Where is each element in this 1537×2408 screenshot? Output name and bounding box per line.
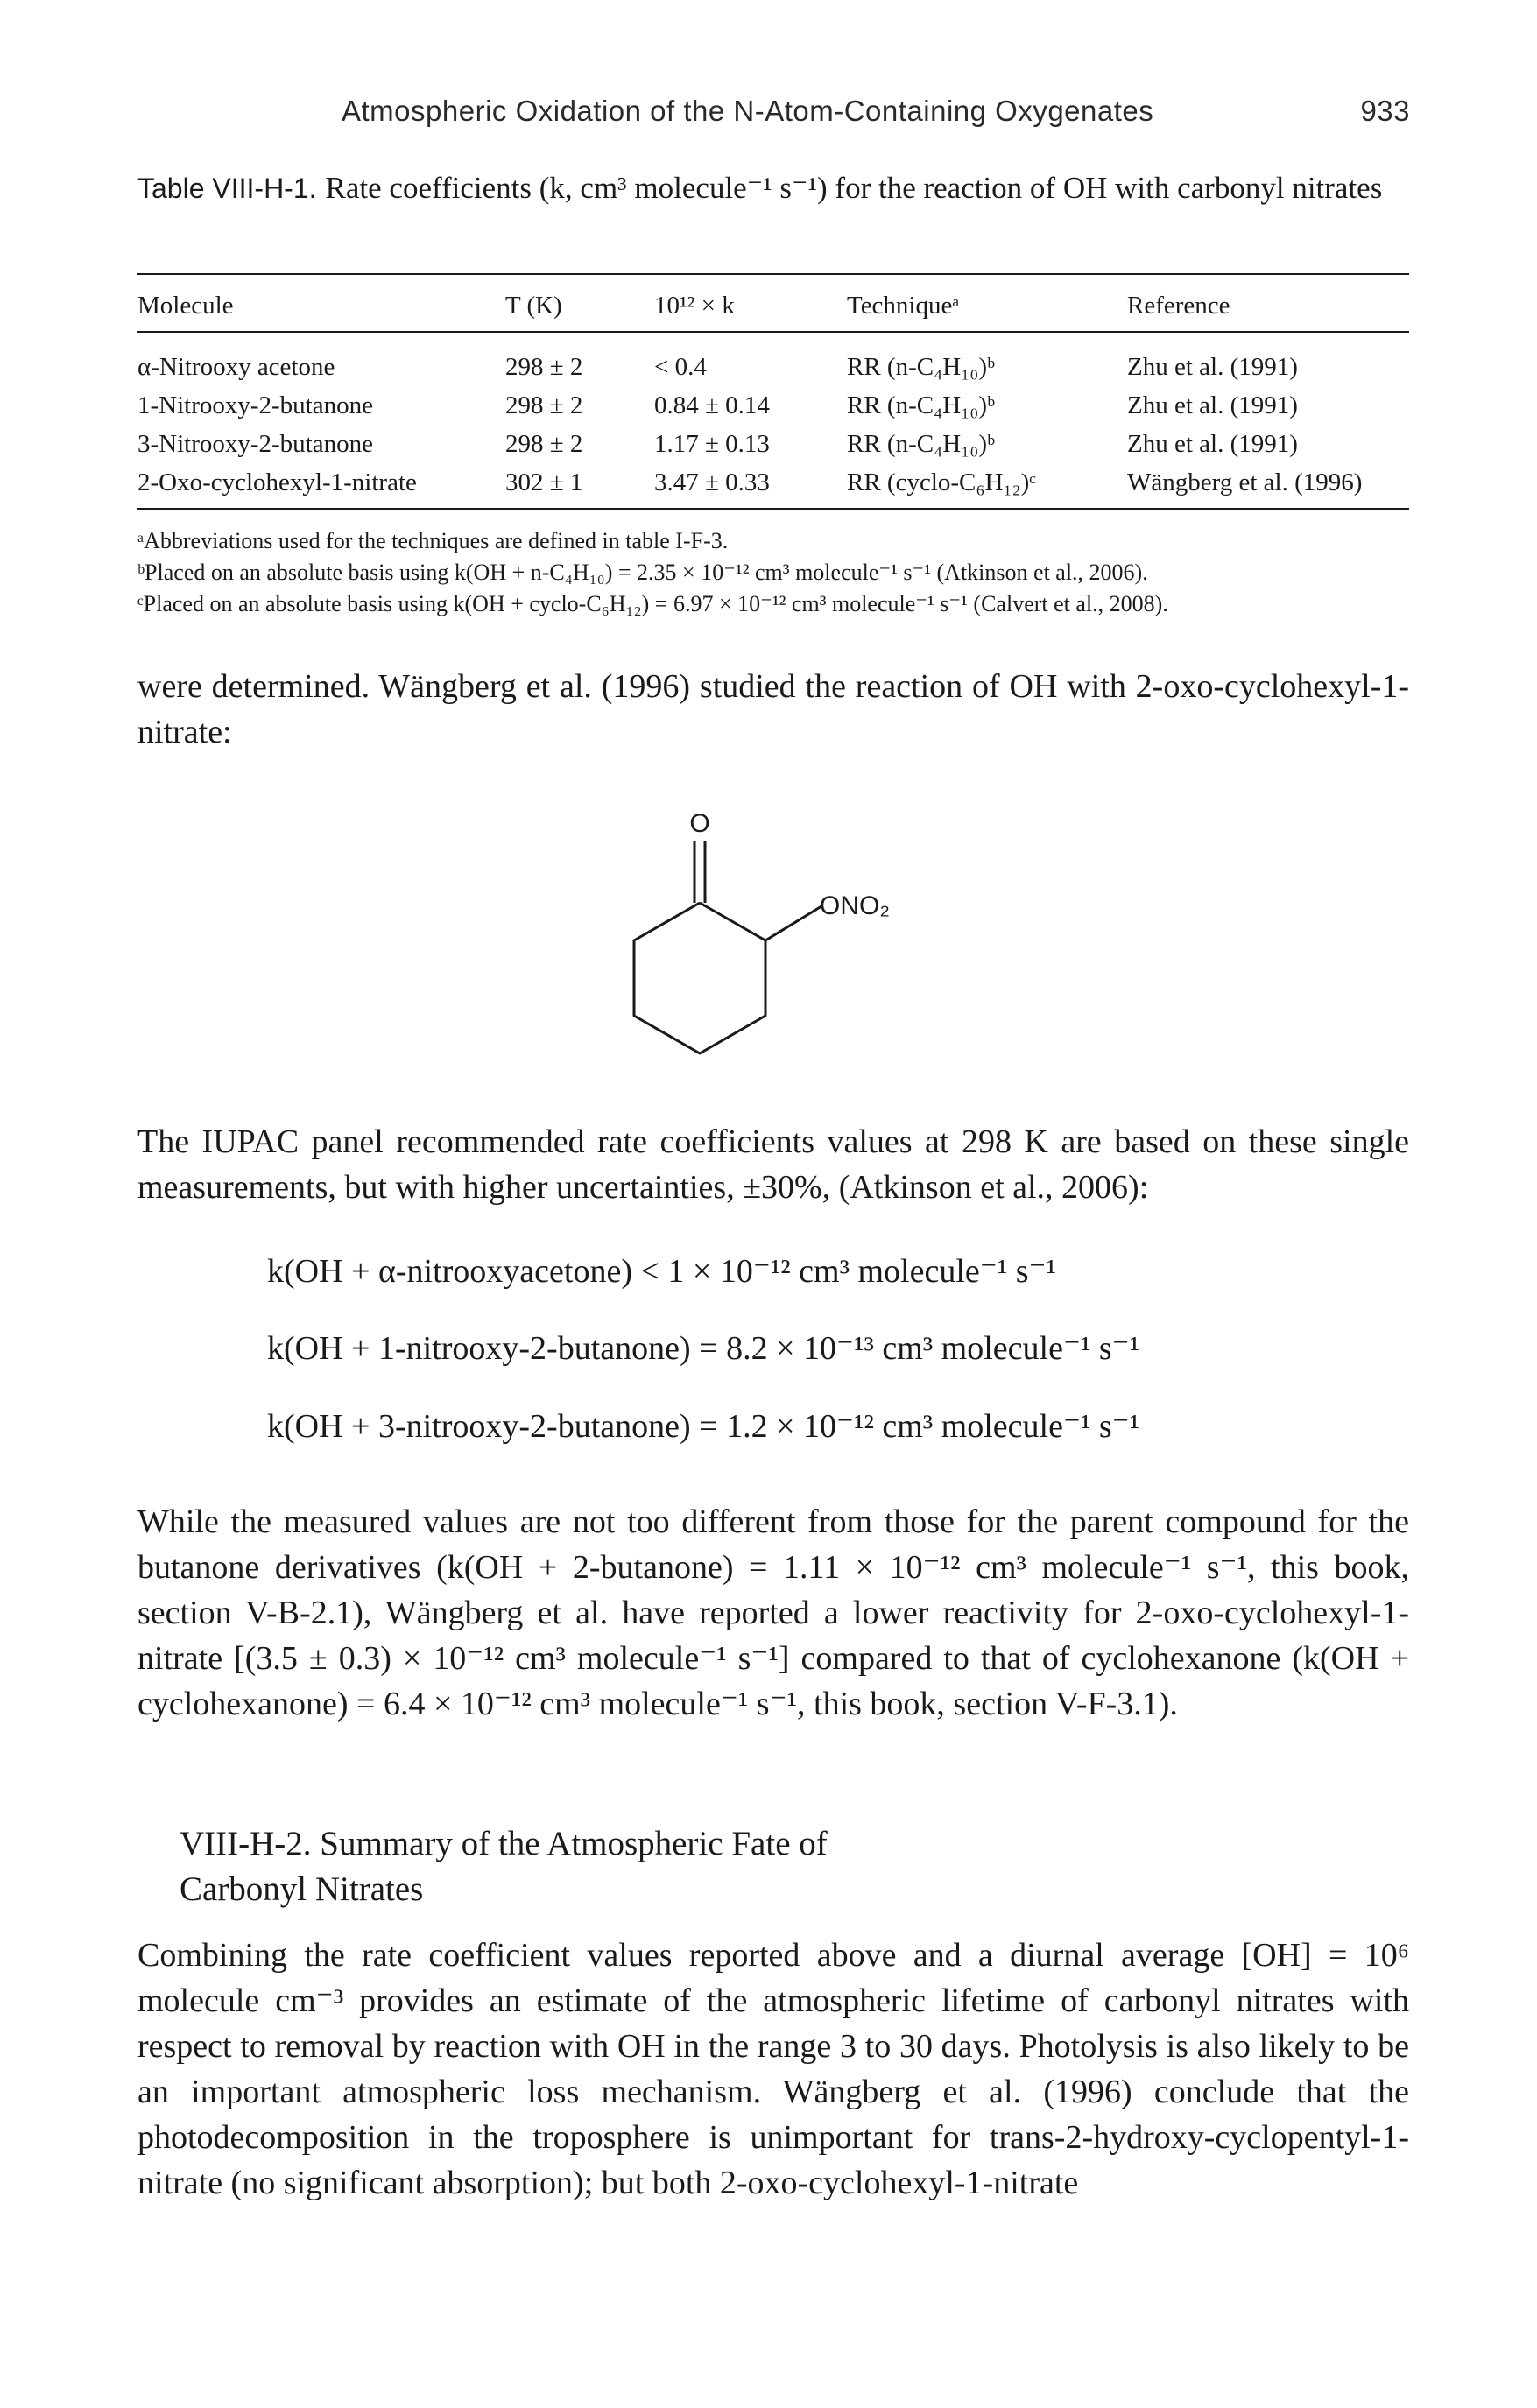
paragraph: While the measured values are not too di… [137,1499,1409,1727]
running-title: Atmospheric Oxidation of the N-Atom-Cont… [342,95,1154,127]
table-label: Table VIII-H-1. [137,173,317,204]
equation: k(OH + 3-nitrooxy-2-butanone) = 1.2 × 10… [267,1408,1140,1445]
page-number: 933 [1360,95,1410,127]
col-header-technique: Techniqueᵃ [847,292,960,320]
table-header-row: Molecule T (K) 10¹² × k Techniqueᵃ Refer… [137,287,1409,324]
table-row: 1-Nitrooxy-2-butanone 298 ± 2 0.84 ± 0.1… [137,387,1409,424]
cell-rate: < 0.4 [654,353,707,381]
paragraph-text: Combining the rate coefficient values re… [137,1937,1409,2201]
cell-molecule: α-Nitrooxy acetone [137,353,335,381]
cell-reference: Zhu et al. (1991) [1127,430,1298,458]
cell-rate: 0.84 ± 0.14 [654,391,770,419]
section-heading-line: Carbonyl Nitrates [180,1870,424,1908]
table-row: 2-Oxo-cyclohexyl-1-nitrate 302 ± 1 3.47 … [137,464,1409,501]
section-heading: VIII-H-2. Summary of the Atmospheric Fat… [180,1821,1055,1912]
paragraph: The IUPAC panel recommended rate coeffic… [137,1119,1409,1210]
cell-molecule: 2-Oxo-cyclohexyl-1-nitrate [137,468,417,496]
paragraph-text: While the measured values are not too di… [137,1503,1409,1722]
table-caption-text: Rate coefficients (k, cm³ molecule⁻¹ s⁻¹… [325,171,1383,205]
cell-rate: 3.47 ± 0.33 [654,468,770,496]
col-header-molecule: Molecule [137,292,234,320]
table-row: 3-Nitrooxy-2-butanone 298 ± 2 1.17 ± 0.1… [137,426,1409,462]
carbonyl-oxygen-label: O [689,814,709,838]
cyclohexane-ring [632,901,767,1055]
cell-molecule: 1-Nitrooxy-2-butanone [137,391,373,419]
table-top-rule [137,273,1409,275]
table-caption: Table VIII-H-1. Rate coefficients (k, cm³… [137,168,1412,208]
cell-temperature: 298 ± 2 [505,430,583,458]
equation: k(OH + 1-nitrooxy-2-butanone) = 8.2 × 10… [267,1330,1140,1367]
section-heading-line: VIII-H-2. Summary of the Atmospheric Fat… [180,1825,828,1862]
table-bottom-rule [137,508,1409,510]
cell-reference: Zhu et al. (1991) [1127,353,1298,381]
nitrate-bond [765,905,822,942]
paragraph: were determined. Wängberg et al. (1996) … [137,664,1409,755]
cell-technique: RR (cyclo-C₆H₁₂)ᶜ [847,468,1036,496]
paragraph: Combining the rate coefficient values re… [137,1933,1409,2206]
cell-technique: RR (n-C₄H₁₀)ᵇ [847,391,996,419]
cell-temperature: 298 ± 2 [505,353,583,381]
equation: k(OH + α-nitrooxyacetone) < 1 × 10⁻¹² cm… [267,1253,1056,1290]
paragraph-text: were determined. Wängberg et al. (1996) … [137,668,1409,750]
table-footnote-c: ᶜPlaced on an absolute basis using k(OH … [137,591,1168,616]
nitrate-group-label: ONO₂ [820,891,890,920]
cell-temperature: 298 ± 2 [505,391,583,419]
molecule-structure-diagram: O ONO₂ [632,814,890,1055]
cell-technique: RR (n-C₄H₁₀)ᵇ [847,430,996,458]
cell-technique: RR (n-C₄H₁₀)ᵇ [847,353,996,381]
col-header-reference: Reference [1127,292,1230,320]
cell-temperature: 302 ± 1 [505,468,583,496]
table-row: α-Nitrooxy acetone 298 ± 2 < 0.4 RR (n-C… [137,349,1409,385]
cell-rate: 1.17 ± 0.13 [654,430,770,458]
cell-molecule: 3-Nitrooxy-2-butanone [137,430,373,458]
table-footnote-a: ᵃAbbreviations used for the techniques a… [137,528,729,553]
col-header-rate: 10¹² × k [654,292,735,320]
cell-reference: Wängberg et al. (1996) [1127,468,1363,496]
table-footnote-b: ᵇPlaced on an absolute basis using k(OH … [137,560,1148,585]
col-header-temperature: T (K) [505,292,562,320]
running-head: Atmospheric Oxidation of the N-Atom-Cont… [342,95,1410,128]
paragraph-text: The IUPAC panel recommended rate coeffic… [137,1123,1409,1206]
table-header-rule [137,331,1409,333]
cell-reference: Zhu et al. (1991) [1127,391,1298,419]
